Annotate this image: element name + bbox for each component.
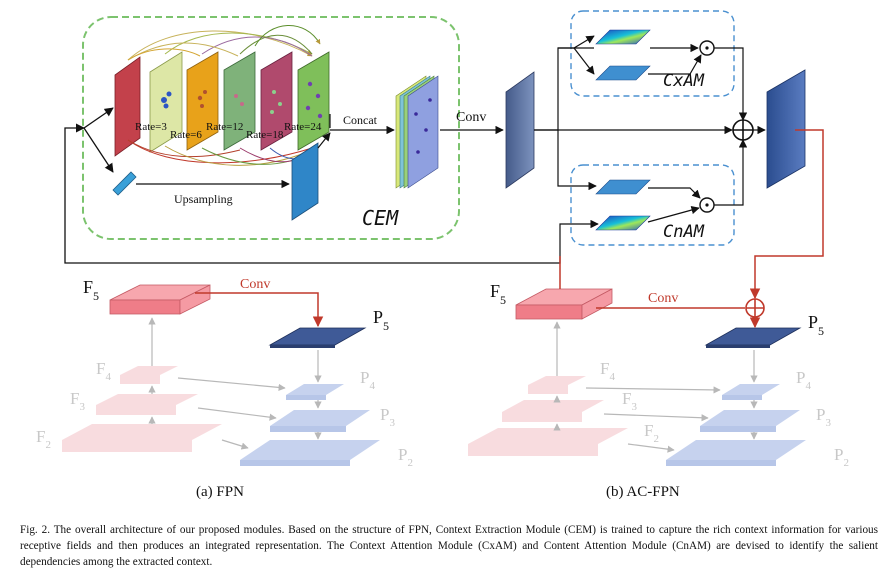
acfpn-f3-label: F3	[622, 389, 637, 413]
fpn-subcaption: (a) FPN	[196, 484, 244, 500]
concat-feature	[395, 75, 439, 189]
conv-label: Conv	[456, 110, 486, 125]
rate-label-6: Rate=6	[170, 129, 202, 141]
rate-label-12: Rate=12	[206, 121, 243, 133]
fpn-f5-label: F5	[83, 277, 99, 303]
fpn-p2-label: P2	[398, 445, 413, 469]
fpn-f2-label: F2	[36, 427, 51, 451]
context-to-p5-line	[749, 129, 824, 300]
concat-label: Concat	[343, 113, 378, 127]
cxam-label: CxAM	[663, 71, 705, 91]
acfpn-f5-label: F5	[490, 281, 506, 307]
acfpn-f2-label: F2	[644, 421, 659, 445]
fpn-f3-label: F3	[70, 389, 85, 413]
figure-caption: Fig. 2. The overall architecture of our …	[20, 524, 878, 568]
context-output-feature	[766, 69, 806, 189]
fpn-diagram	[62, 284, 380, 466]
acfpn-p2-label: P2	[834, 445, 849, 469]
fpn-p5-label: P5	[373, 307, 389, 333]
acfpn-p5-label: P5	[808, 312, 824, 338]
rate-label-3: Rate=3	[135, 121, 167, 133]
dilated-conv-slabs	[114, 51, 330, 157]
cem-fork-down	[83, 127, 114, 173]
acfpn-subcaption: (b) AC-FPN	[606, 484, 680, 500]
fpn-p4-label: P4	[360, 368, 375, 392]
acfpn-f4-label: F4	[600, 359, 615, 383]
cnam-label: CnAM	[663, 222, 705, 242]
fpn-conv-label: Conv	[240, 277, 270, 292]
acfpn-p3-label: P3	[816, 405, 831, 429]
rate-label-18: Rate=18	[246, 129, 284, 141]
upsampled-feature	[291, 142, 319, 221]
fpn-f4-label: F4	[96, 359, 111, 383]
conv-feature	[505, 71, 535, 189]
pooled-feature	[112, 171, 137, 196]
upsampling-label: Upsampling	[174, 192, 233, 206]
dense-connections	[127, 25, 321, 166]
rate-label-24: Rate=24	[284, 121, 322, 133]
acfpn-diagram	[468, 256, 806, 466]
acfpn-conv-label: Conv	[648, 291, 678, 306]
fpn-p3-label: P3	[380, 405, 395, 429]
cem-title: CEM	[362, 206, 399, 230]
acfpn-p4-label: P4	[796, 368, 811, 392]
cem-fork-up	[83, 107, 114, 129]
architecture-diagram: CEM Rate=3 Rate=6 Rate=12 Rate=18	[36, 10, 849, 500]
